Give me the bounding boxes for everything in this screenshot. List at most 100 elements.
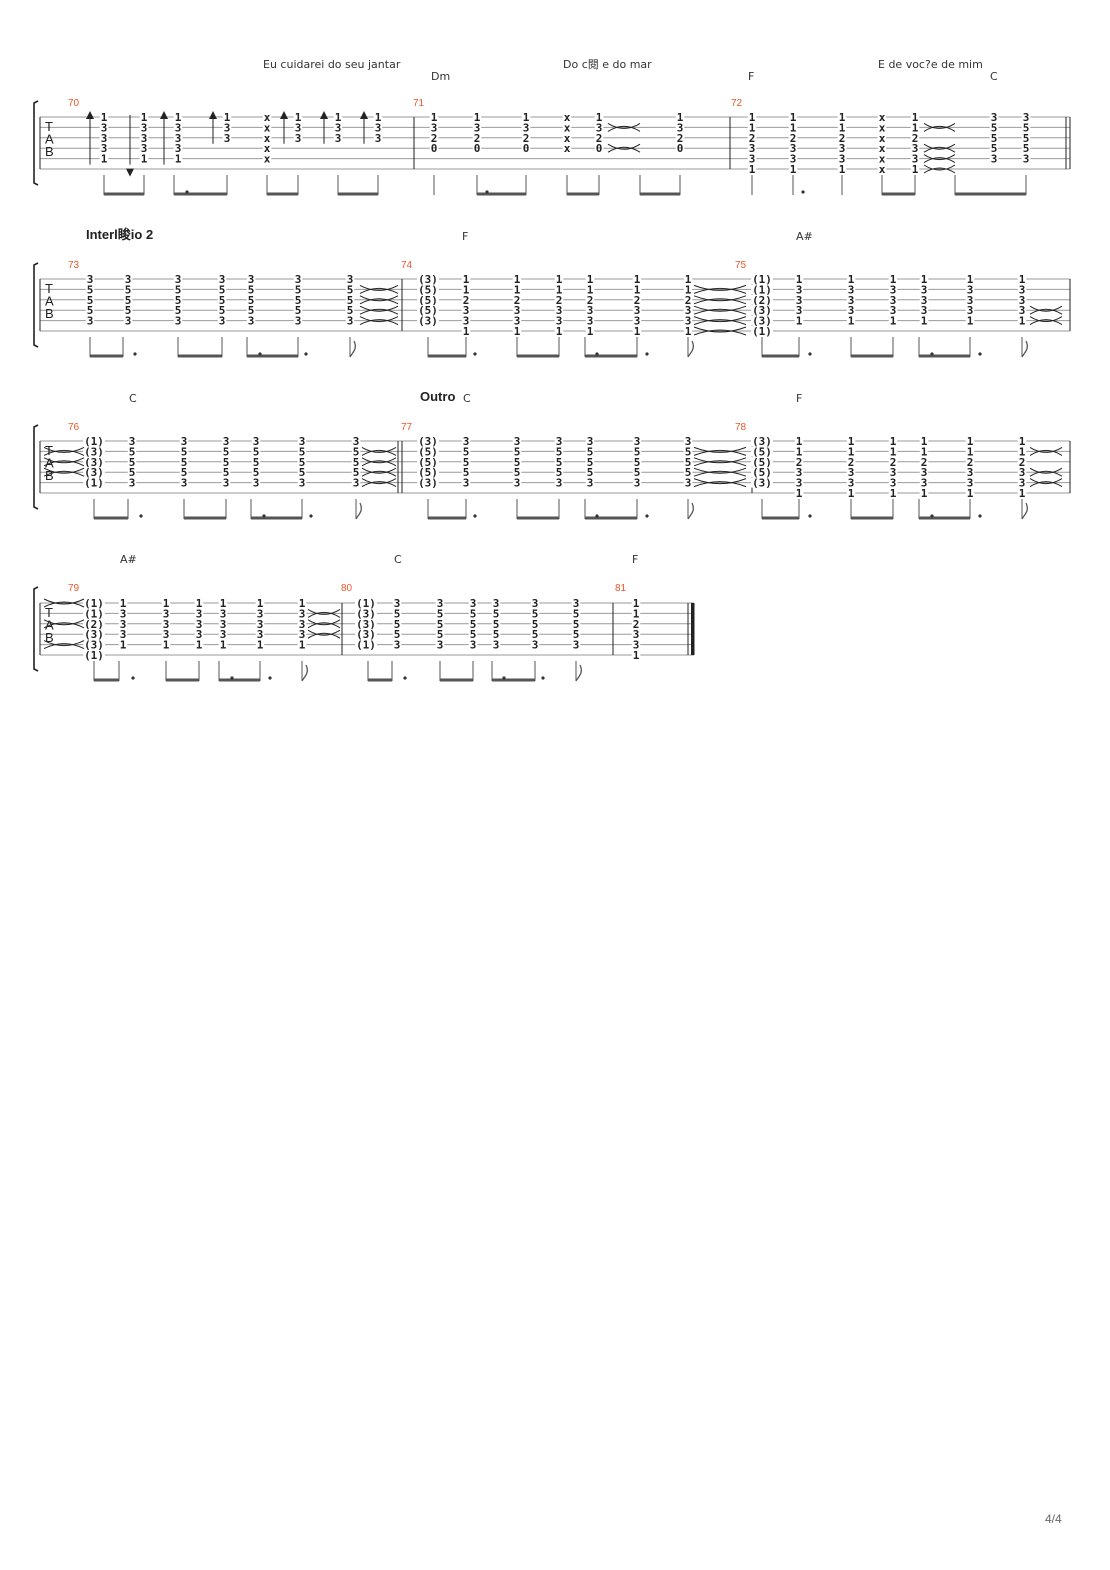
fret-number: x — [264, 121, 271, 134]
fret-number: 1 — [257, 639, 264, 652]
tab-clef-letter: A — [45, 294, 54, 309]
chord-symbol: C — [129, 392, 137, 405]
fret-number: 5 — [1023, 121, 1030, 134]
fret-number: 5 — [219, 304, 226, 317]
fret-number: 5 — [125, 304, 132, 317]
dot — [808, 352, 812, 356]
fret-number: 3 — [890, 294, 897, 307]
fret-number: 3 — [219, 315, 226, 328]
fret-number: 3 — [848, 466, 855, 479]
fret-number: 3 — [921, 477, 928, 490]
fret-number: 5 — [463, 445, 470, 458]
measure-number: 72 — [731, 98, 743, 109]
fret-number: 3 — [890, 477, 897, 490]
measure-number: 71 — [413, 98, 425, 109]
fret-number: 5 — [634, 445, 641, 458]
fret-number: (3) — [418, 435, 438, 448]
fret-number: 5 — [248, 294, 255, 307]
tie-curve — [43, 470, 85, 477]
fret-number: 2 — [677, 132, 684, 145]
fret-number: 1 — [556, 273, 563, 286]
chord-symbol: C — [394, 553, 402, 566]
fret-number: 1 — [1019, 487, 1026, 500]
fret-number: 1 — [749, 121, 756, 134]
fret-number: (2) — [84, 618, 104, 631]
tie-curve — [923, 157, 956, 164]
strum-up-arrow-icon — [280, 111, 288, 119]
fret-number: (1) — [84, 607, 104, 620]
fret-number: x — [879, 153, 886, 166]
fret-number: 3 — [573, 639, 580, 652]
fret-number: 1 — [890, 487, 897, 500]
fret-number: 0 — [596, 142, 603, 155]
fret-number: 3 — [253, 477, 260, 490]
tab-notes: 35553355533555335553355533555335553(3)(5… — [85, 273, 1027, 338]
tie-curve — [923, 167, 956, 174]
chord-symbol: Dm — [431, 70, 450, 83]
fret-number: 1 — [633, 649, 640, 662]
fret-number: 5 — [493, 628, 500, 641]
fret-number: 1 — [685, 283, 692, 296]
tie-curve — [307, 629, 341, 636]
note-flag — [1021, 340, 1028, 358]
fret-number: 1 — [921, 445, 928, 458]
dot — [502, 676, 506, 680]
fret-number: 3 — [749, 142, 756, 155]
fret-number: 1 — [299, 597, 306, 610]
fret-number: x — [264, 153, 271, 166]
fret-number: 1 — [196, 639, 203, 652]
dot — [139, 514, 143, 518]
fret-number: 1 — [921, 315, 928, 328]
fret-number: 1 — [224, 111, 231, 124]
chord-symbol: F — [796, 392, 802, 405]
fret-number: (5) — [752, 445, 772, 458]
tie-marks — [43, 598, 341, 650]
fret-number: (5) — [418, 283, 438, 296]
fret-number: 5 — [587, 445, 594, 458]
rhythm-notation — [93, 661, 582, 682]
fret-number: 5 — [353, 445, 360, 458]
fret-number: 3 — [1023, 111, 1030, 124]
fret-number: 3 — [685, 315, 692, 328]
tie-curve — [1029, 467, 1063, 474]
dot — [473, 352, 477, 356]
fret-number: 3 — [375, 121, 382, 134]
tie-curve — [43, 640, 85, 647]
fret-number: 3 — [514, 315, 521, 328]
fret-number: x — [879, 121, 886, 134]
fret-number: 3 — [848, 304, 855, 317]
tie-curve — [923, 125, 956, 132]
dot — [258, 352, 262, 356]
dot — [595, 352, 599, 356]
fret-number: 3 — [967, 304, 974, 317]
fret-number: 3 — [587, 315, 594, 328]
fret-number: 5 — [493, 618, 500, 631]
fret-number: 5 — [219, 283, 226, 296]
fret-number: 2 — [634, 294, 641, 307]
note-flag — [575, 664, 582, 682]
fret-number: 1 — [685, 273, 692, 286]
tie-curve — [1029, 449, 1063, 456]
fret-number: (3) — [356, 607, 376, 620]
tie-curve — [43, 601, 85, 608]
fret-number: 3 — [634, 315, 641, 328]
note-flag — [355, 502, 362, 520]
note-beam — [247, 354, 298, 358]
note-beam — [567, 192, 599, 196]
tie-curve — [693, 446, 747, 453]
tab-clef-letter: T — [45, 119, 53, 134]
fret-number: 3 — [912, 142, 919, 155]
fret-number: 3 — [587, 304, 594, 317]
tie-curve — [359, 305, 399, 312]
fret-number: (3) — [752, 477, 772, 490]
fret-number: x — [879, 163, 886, 176]
fret-number: (3) — [84, 445, 104, 458]
fret-number: 1 — [677, 111, 684, 124]
fret-number: 5 — [223, 445, 230, 458]
fret-number: 5 — [437, 628, 444, 641]
fret-number: 1 — [890, 315, 897, 328]
fret-number: 1 — [634, 325, 641, 338]
fret-number: 3 — [163, 628, 170, 641]
tie-curve — [1029, 308, 1063, 315]
tie-curve — [307, 622, 341, 629]
